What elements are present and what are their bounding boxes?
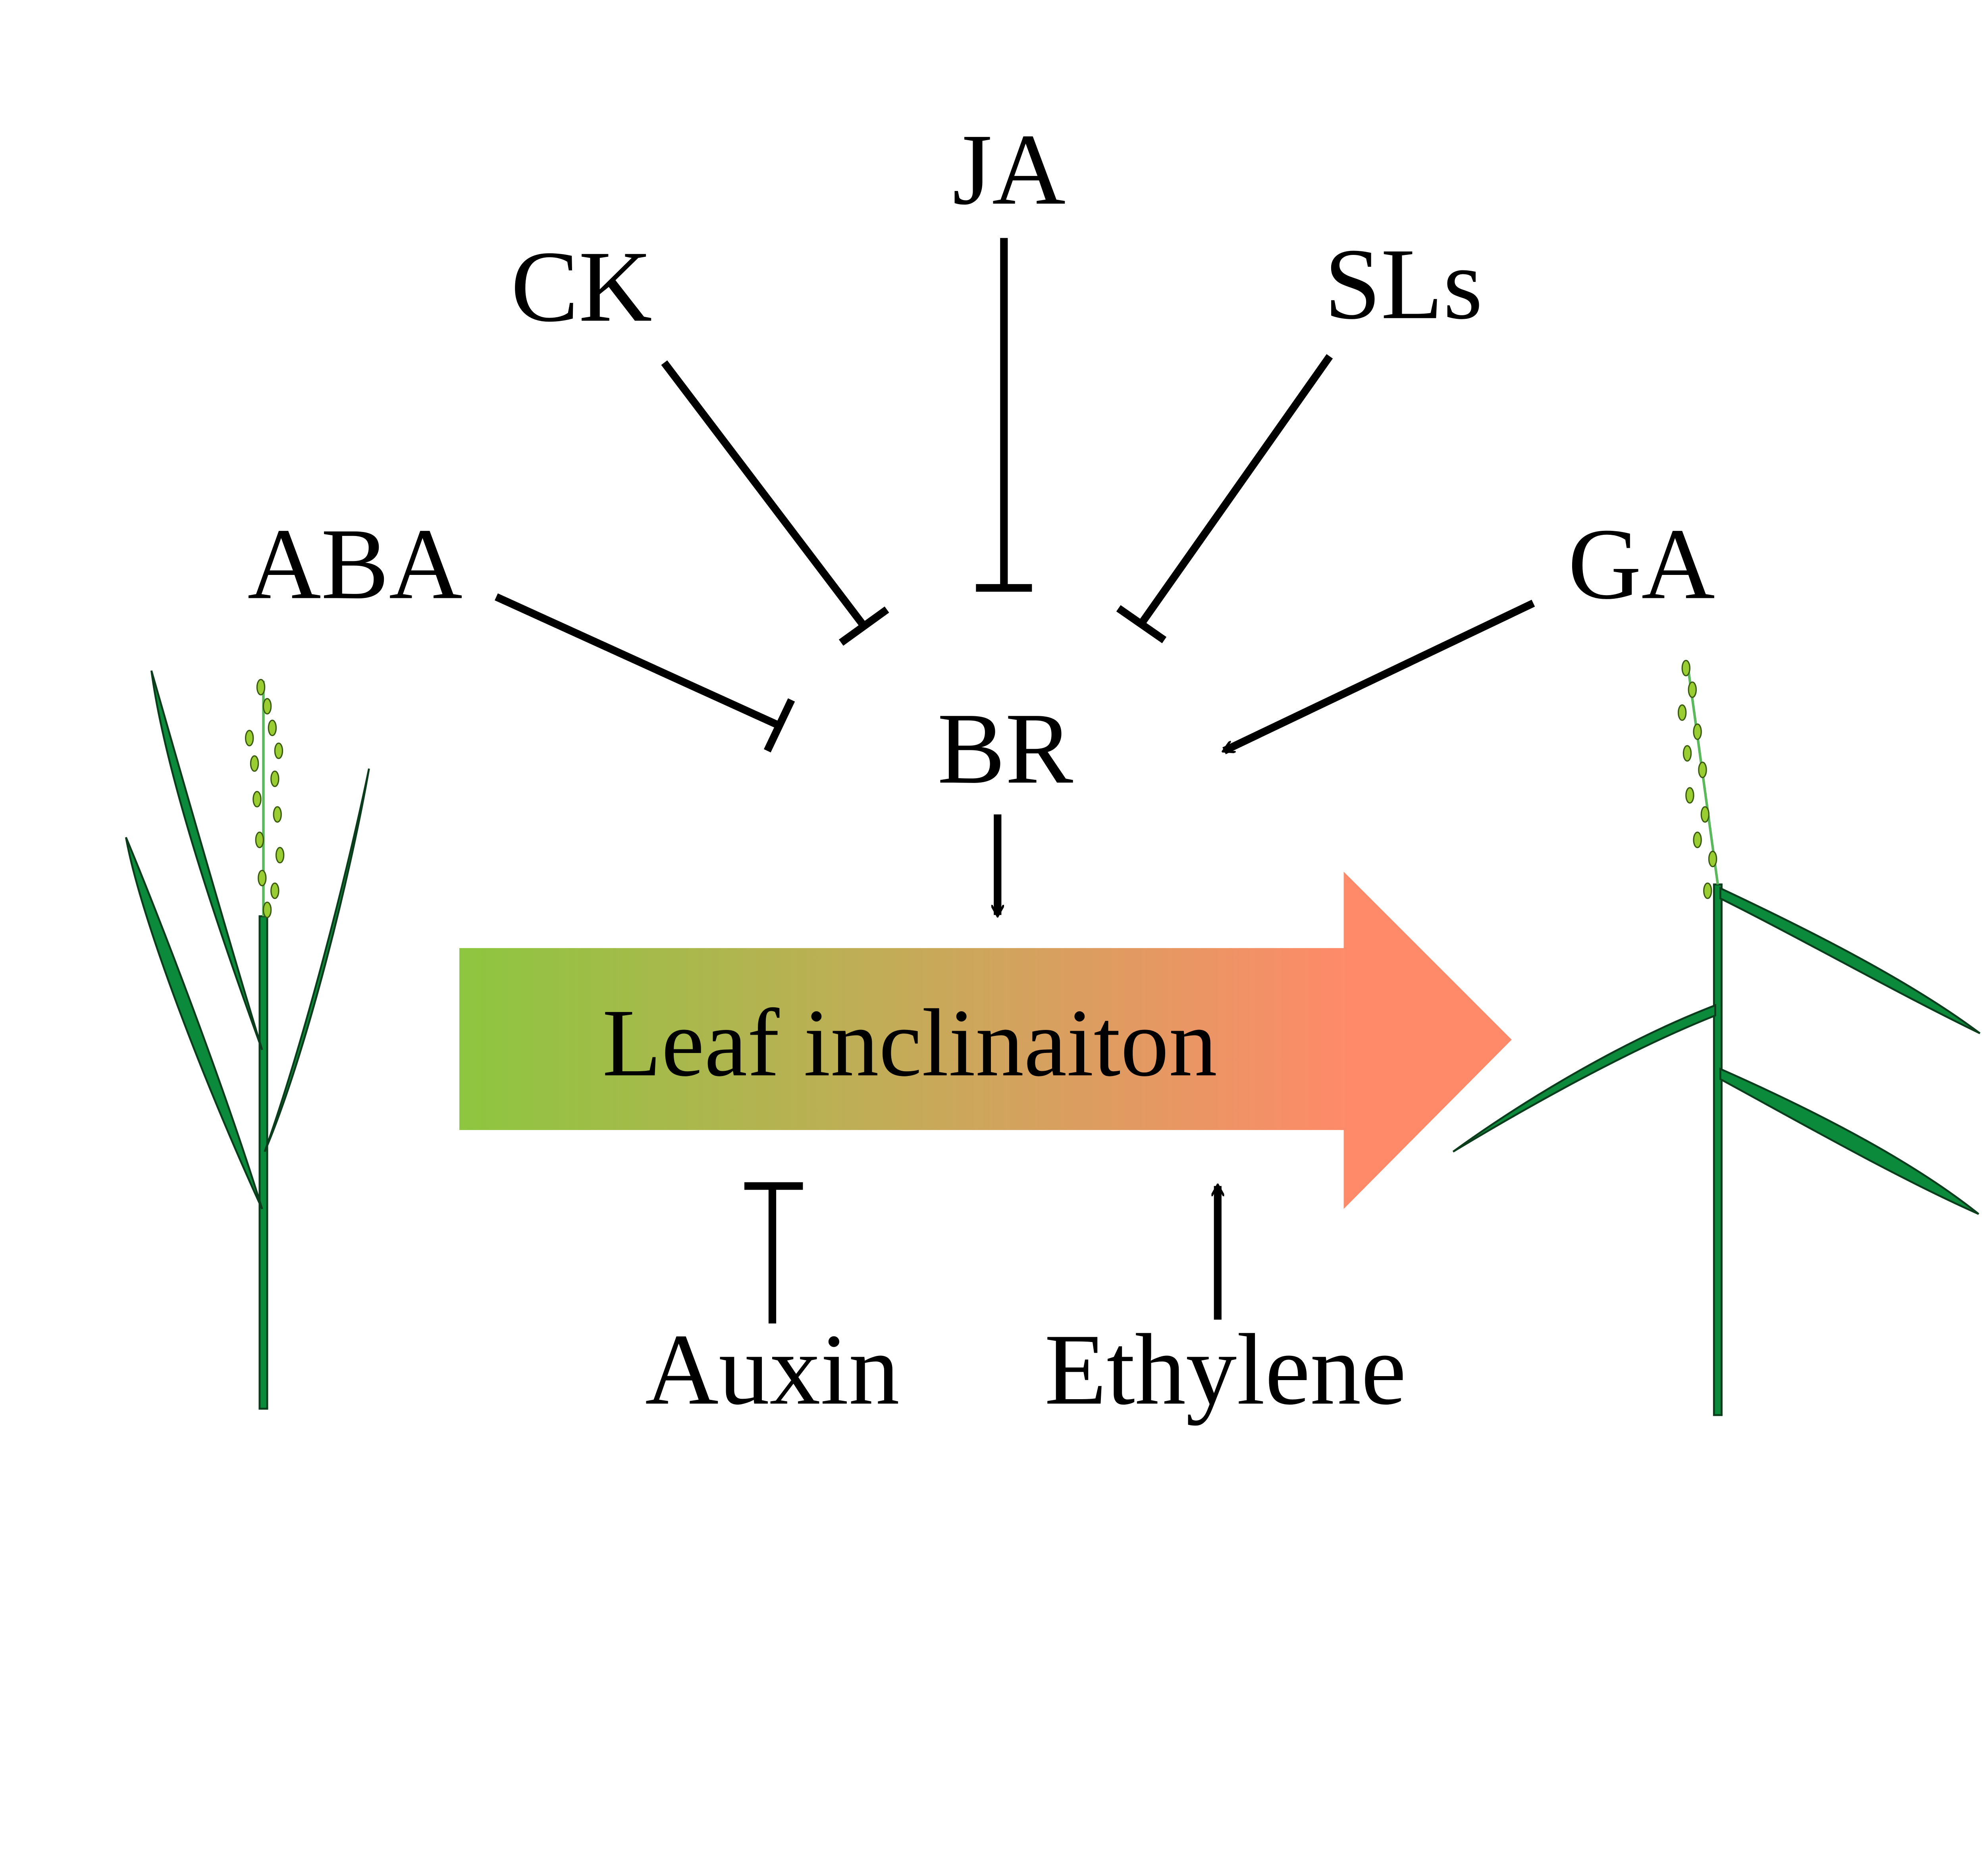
auxin-label: Auxin <box>645 1313 900 1426</box>
inclined-plant-icon <box>1452 659 1981 1416</box>
sls-inhibition-line <box>1116 354 1333 644</box>
leaf-inclination-arrow <box>459 871 1512 1209</box>
ja-inhibition-line <box>976 238 1032 592</box>
auxin-inhibition-line <box>744 1182 803 1324</box>
ga-label: GA <box>1568 508 1715 620</box>
sls-label: SLs <box>1324 228 1483 340</box>
ga-promotion-arrow <box>1224 600 1535 754</box>
br-label: BR <box>937 692 1073 805</box>
upright-plant-icon <box>125 670 370 1410</box>
ethylene-label: Ethylene <box>1045 1313 1406 1426</box>
ck-label: CK <box>511 231 652 343</box>
leaf-inclination-label: Leaf inclinaiton <box>602 989 1217 1096</box>
leaf-inclination-diagram: JA CK SLs ABA GA BR Auxin Ethylene Leaf … <box>125 114 1981 1426</box>
ja-label: JA <box>952 114 1066 226</box>
ck-inhibition-line <box>661 360 889 646</box>
aba-inhibition-line <box>495 593 795 753</box>
aba-label: ABA <box>248 508 463 620</box>
